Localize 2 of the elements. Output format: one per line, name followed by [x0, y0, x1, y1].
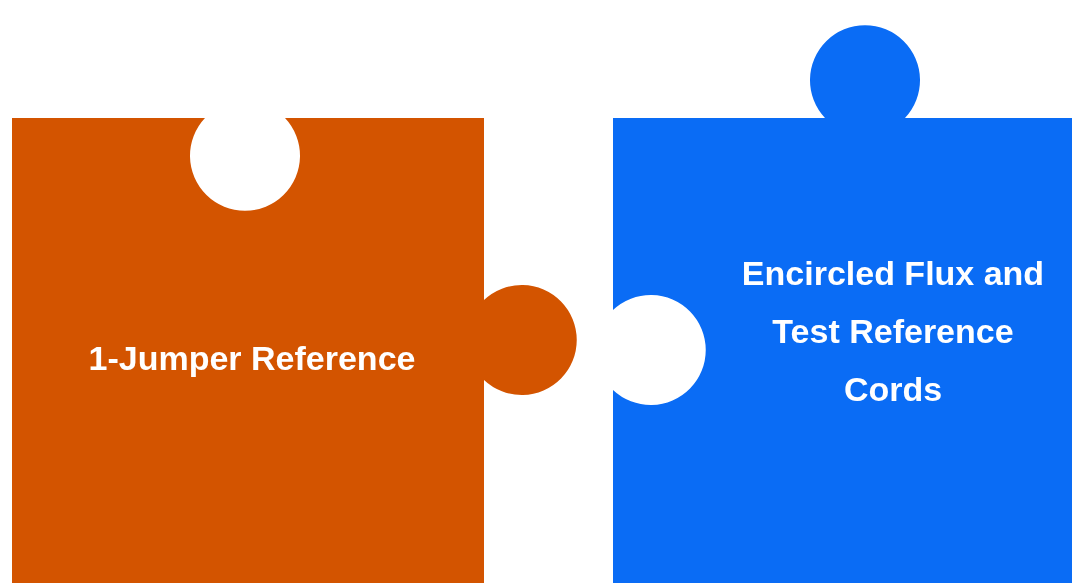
piece-label: Encircled Flux and Test Reference Cords — [740, 253, 1046, 410]
piece-label: 1-Jumper Reference — [87, 338, 417, 379]
